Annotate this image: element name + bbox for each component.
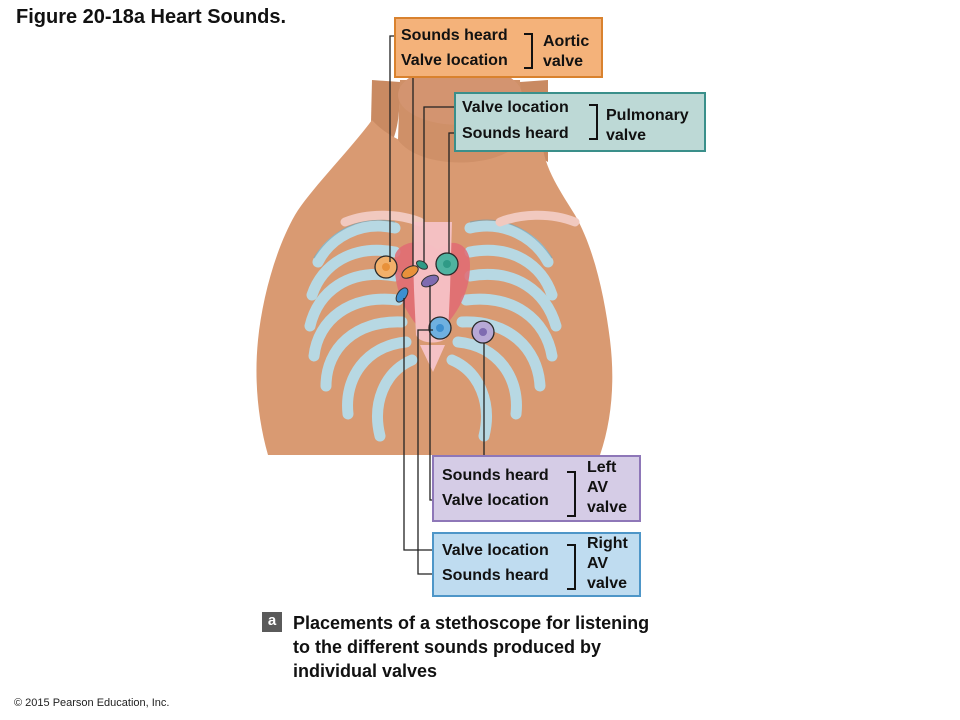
pulmonary-sound-site xyxy=(435,252,459,276)
aortic-valve-marker xyxy=(401,265,419,279)
rib-outline xyxy=(313,219,553,259)
left-av-valve-marker xyxy=(421,274,439,288)
right-av-brace xyxy=(567,544,576,590)
left-av-sounds-heard: Sounds heard xyxy=(442,467,549,484)
clavicles xyxy=(340,210,580,227)
right-av-valve-name: Right AV valve xyxy=(587,535,628,592)
left-av-valve-label-box: Sounds heard Valve location Left AV valv… xyxy=(432,455,641,522)
left-av-sound-site xyxy=(471,320,495,344)
aortic-brace xyxy=(524,33,533,69)
left-av-valve-name: Left AV valve xyxy=(587,459,628,516)
copyright-notice: © 2015 Pearson Education, Inc. xyxy=(14,697,170,709)
right-av-valve-label-box: Valve location Sounds heard Right AV val… xyxy=(432,532,641,597)
rib-cage xyxy=(304,220,562,442)
aortic-valve-name: Aortic valve xyxy=(543,33,590,70)
figure-caption: Placements of a stethoscope for listenin… xyxy=(293,613,650,681)
figure-title: Figure 20-18a Heart Sounds. xyxy=(16,6,287,28)
pulmonary-valve-label-box: Valve location Sounds heard Pulmonary va… xyxy=(454,92,706,152)
aortic-sound-site xyxy=(374,255,398,279)
left-av-brace xyxy=(567,471,576,517)
pulmonary-brace xyxy=(589,104,598,140)
pulmonary-valve-location: Valve location xyxy=(462,99,569,116)
left-av-valve-location: Valve location xyxy=(442,492,549,509)
right-av-valve-marker xyxy=(395,287,409,303)
aortic-valve-location: Valve location xyxy=(401,52,508,69)
pulmonary-valve-name: Pulmonary valve xyxy=(606,107,689,144)
right-av-sound-site xyxy=(428,316,452,340)
aortic-sounds-heard: Sounds heard xyxy=(401,27,508,44)
aortic-valve-label-box: Sounds heard Valve location Aortic valve xyxy=(394,17,603,78)
pulmonary-sounds-heard: Sounds heard xyxy=(462,125,569,142)
right-av-sounds-heard: Sounds heard xyxy=(442,567,549,584)
panel-letter-badge: a xyxy=(262,612,282,632)
right-av-valve-location: Valve location xyxy=(442,542,549,559)
